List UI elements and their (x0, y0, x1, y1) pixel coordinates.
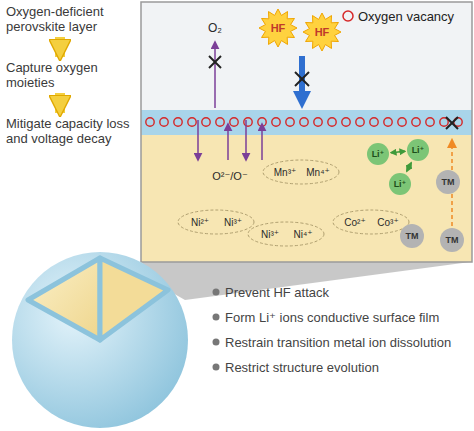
bullet-text: Restrict structure evolution (225, 360, 379, 375)
flow-step: Mitigate capacity loss and voltage decay (6, 116, 136, 146)
ion-label: Ni³⁺ (224, 217, 242, 228)
ion-text: TM (442, 177, 455, 187)
electrolyte (141, 2, 472, 110)
step-text: Capture oxygen moieties (6, 60, 136, 90)
particle-sphere (12, 252, 188, 428)
lithium-ion: Li⁺ (389, 173, 411, 195)
hf-burst: HF (302, 12, 342, 52)
flow-arrow (55, 93, 65, 113)
ion-text: TM (406, 231, 419, 241)
oxygen-vacancies (146, 118, 462, 126)
zoom-wedge (142, 262, 470, 300)
step-text: Mitigate capacity loss and voltage decay (6, 116, 136, 146)
oxygen-capture-arrows (198, 120, 262, 160)
lithium-ion: Li⁺ (367, 143, 389, 165)
ion-text: HF (315, 26, 330, 38)
legend-entry: Oxygen vacancy (358, 9, 454, 24)
ion-text: TM (446, 235, 459, 245)
step-text: Oxygen-deficient perovskite layer (6, 4, 136, 34)
ion-label: Mn³⁺ (274, 167, 297, 178)
panel-frame (141, 2, 472, 262)
ion-label: Ni²⁺ (191, 217, 209, 228)
bullet-text: Prevent HF attack (225, 285, 329, 300)
transition-metal-ion: TM (400, 224, 424, 248)
hf-burst: HF (258, 8, 298, 48)
bullet-text: Restrain transition metal ion dissolutio… (225, 335, 451, 350)
particle-core (100, 258, 168, 340)
lithium-ion: Li⁺ (407, 139, 429, 161)
flow-step: Capture oxygen moieties (6, 60, 136, 90)
ion-exchange-arrow (391, 151, 405, 152)
ion-label: Co²⁺ (344, 217, 365, 228)
block-mark (209, 56, 221, 68)
legend-symbol (343, 11, 353, 21)
ion-exchange-arrow (407, 163, 411, 171)
flow-arrow (55, 37, 65, 57)
transition-metal-ion: TM (436, 170, 460, 194)
ion-text: Li⁺ (412, 145, 425, 155)
ion-label: Ni⁴⁺ (293, 229, 312, 240)
particle-core (28, 258, 100, 340)
block-mark (446, 117, 458, 129)
bullet-text: Form Li⁺ ions conductive surface film (225, 310, 439, 325)
perovskite-layer (141, 110, 472, 135)
species-label: O₂ (208, 21, 222, 35)
ion-text: Li⁺ (394, 179, 407, 189)
ion-label: Ni³⁺ (261, 229, 279, 240)
flow-step: Oxygen-deficient perovskite layer (6, 4, 136, 34)
bulk-layer (141, 135, 472, 262)
species-label: O²⁻/O⁻ (212, 170, 247, 183)
ion-text: HF (271, 22, 286, 34)
redox-rings (178, 160, 409, 246)
transition-metal-ion: TM (440, 228, 464, 252)
legend-text: Oxygen vacancy (358, 9, 454, 24)
oxygen-arrow (214, 42, 216, 108)
ion-text: Li⁺ (372, 149, 385, 159)
bullet-dots (213, 289, 220, 371)
ion-label: Mn⁴⁺ (306, 167, 329, 178)
block-mark (295, 72, 309, 86)
ion-label: Co³⁺ (377, 217, 398, 228)
